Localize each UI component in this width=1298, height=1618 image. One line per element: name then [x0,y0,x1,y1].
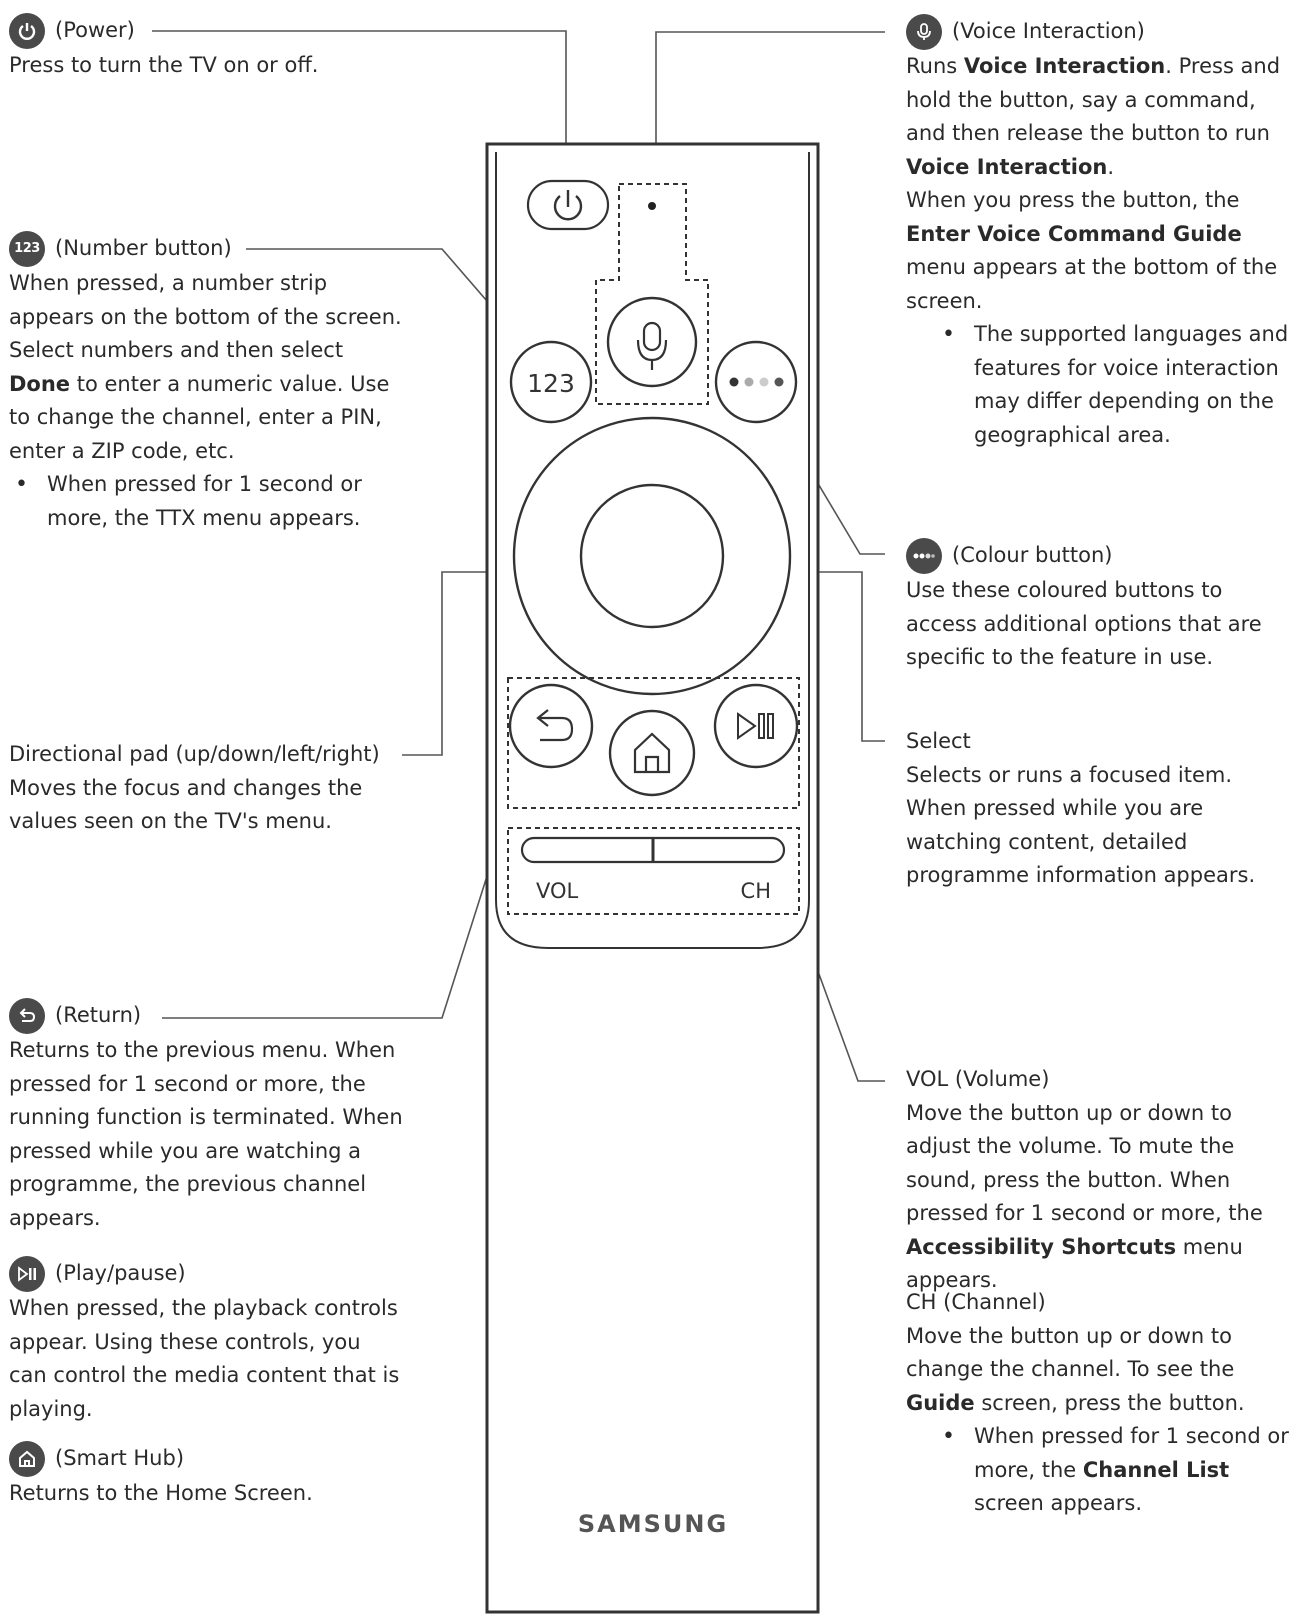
colour-desc: Use these coloured buttons to access add… [906,578,1262,669]
remote-play-pause-button[interactable] [713,683,799,769]
leader-voice [655,31,885,186]
mic-hole [648,202,656,210]
ch-bullet: When pressed for 1 second or more, the C… [936,1420,1291,1521]
power-title: (Power) [55,18,135,43]
return-icon [9,998,45,1034]
smarthub-desc: Returns to the Home Screen. [9,1481,313,1505]
number-desc: When pressed, a number strip appears on … [9,271,402,463]
play-desc: When pressed, the playback controls appe… [9,1296,400,1421]
number-title: (Number button) [55,236,232,261]
number-icon: 123 [9,231,45,267]
voice-title: (Voice Interaction) [952,19,1145,44]
remote-select-button[interactable] [579,483,725,629]
select-title: Select [906,729,971,753]
voice-desc-1: Runs Voice Interaction. Press and hold t… [906,54,1281,179]
home-icon [9,1441,45,1477]
vol-title: VOL (Volume) [906,1067,1050,1091]
callout-select: Select Selects or runs a focused item. W… [906,725,1291,893]
power-icon [9,13,45,49]
callout-voice: (Voice Interaction) Runs Voice Interacti… [906,14,1291,452]
play-pause-icon [9,1256,45,1292]
remote-volch-rocker[interactable] [520,836,786,864]
smarthub-title: (Smart Hub) [55,1446,185,1471]
play-title: (Play/pause) [55,1261,186,1286]
power-desc: Press to turn the TV on or off. [9,53,319,77]
select-desc: Selects or runs a focused item. When pre… [906,762,1256,888]
volch-dashed-outline [507,827,800,915]
colour-title: (Colour button) [952,543,1113,568]
remote-number-label: 123 [527,369,575,398]
mic-icon [906,14,942,50]
nav-dashed-outline [507,677,800,809]
brand-logo: SAMSUNG [578,1510,728,1538]
voice-dashed-outline [595,183,709,405]
callout-power: (Power) Press to turn the TV on or off. [9,13,429,83]
remote-home-button[interactable] [608,709,696,797]
voice-desc-2: When you press the button, the Enter Voi… [906,188,1278,313]
vol-desc: Move the button up or down to adjust the… [906,1100,1263,1293]
ch-title: CH (Channel) [906,1290,1046,1314]
colour-dots-icon [906,538,942,574]
return-desc: Returns to the previous menu. When press… [9,1038,403,1230]
callout-vol: VOL (Volume) Move the button up or down … [906,1063,1298,1298]
remote-colour-button[interactable] [714,340,798,424]
remote-mic-button[interactable] [606,296,698,388]
callout-return: (Return) Returns to the previous menu. W… [9,998,404,1235]
number-bullet: When pressed for 1 second or more, the T… [9,468,409,535]
callout-ch: CH (Channel) Move the button up or down … [906,1286,1291,1521]
remote-power-button[interactable] [526,179,610,231]
callout-play: (Play/pause) When pressed, the playback … [9,1256,404,1426]
callout-colour: (Colour button) Use these coloured butto… [906,538,1291,675]
callout-number: 123 (Number button) When pressed, a numb… [9,231,409,535]
voice-bullet: The supported languages and features for… [936,318,1291,452]
remote-vol-label: VOL [536,879,579,903]
dpad-title: Directional pad (up/down/left/right) [9,742,380,766]
dpad-desc: Moves the focus and changes the values s… [9,775,363,834]
remote-return-button[interactable] [508,683,594,769]
remote-number-button[interactable]: 123 [509,340,593,424]
leader-power [152,30,567,182]
ch-desc: Move the button up or down to change the… [906,1323,1245,1415]
return-title: (Return) [55,1003,142,1028]
callout-smarthub: (Smart Hub) Returns to the Home Screen. [9,1441,409,1511]
callout-dpad: Directional pad (up/down/left/right) Mov… [9,738,409,839]
leader-return [162,809,509,1019]
remote-ch-label: CH [741,879,771,903]
